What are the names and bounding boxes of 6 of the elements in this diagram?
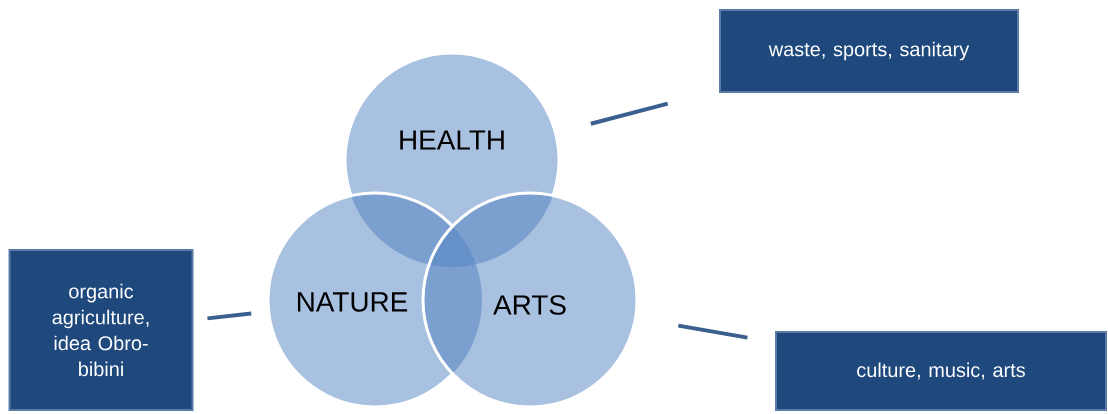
connector-line bbox=[590, 101, 669, 126]
text-box: organic agriculture, idea Obro-bibini bbox=[8, 249, 194, 411]
connector-line bbox=[677, 323, 748, 340]
connector-line bbox=[207, 311, 252, 321]
text-box: culture, music, arts bbox=[775, 331, 1107, 411]
text-box: waste, sports, sanitary bbox=[719, 9, 1019, 93]
